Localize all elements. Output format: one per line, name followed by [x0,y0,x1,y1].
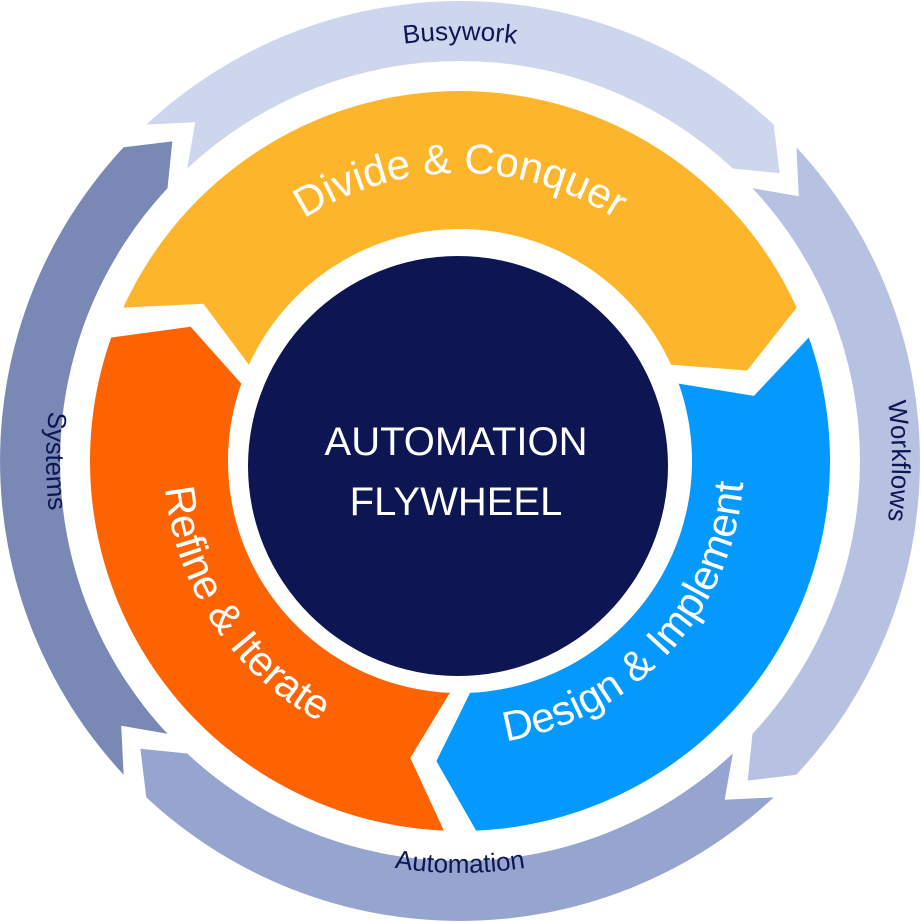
inner-segment-divide-conquer [123,91,797,371]
center-title-line-1: AUTOMATION [325,420,588,464]
outer-segment-systems [0,141,173,775]
outer-label-automation: Automation [394,844,527,879]
center-title-line-2: FLYWHEEL [350,480,563,524]
center-hub [248,256,668,676]
inner-segment-design-implement [436,337,831,831]
outer-segment-automation [140,748,774,921]
inner-ring [89,91,831,831]
outer-segment-workflows [747,147,920,781]
outer-segment-busywork [146,1,780,174]
outer-label-systems: Systems [40,411,73,512]
inner-segment-refine-iterate [89,326,450,831]
outer-label-workflows: Workflows [882,399,916,524]
outer-label-busywork: Busywork [401,16,520,50]
